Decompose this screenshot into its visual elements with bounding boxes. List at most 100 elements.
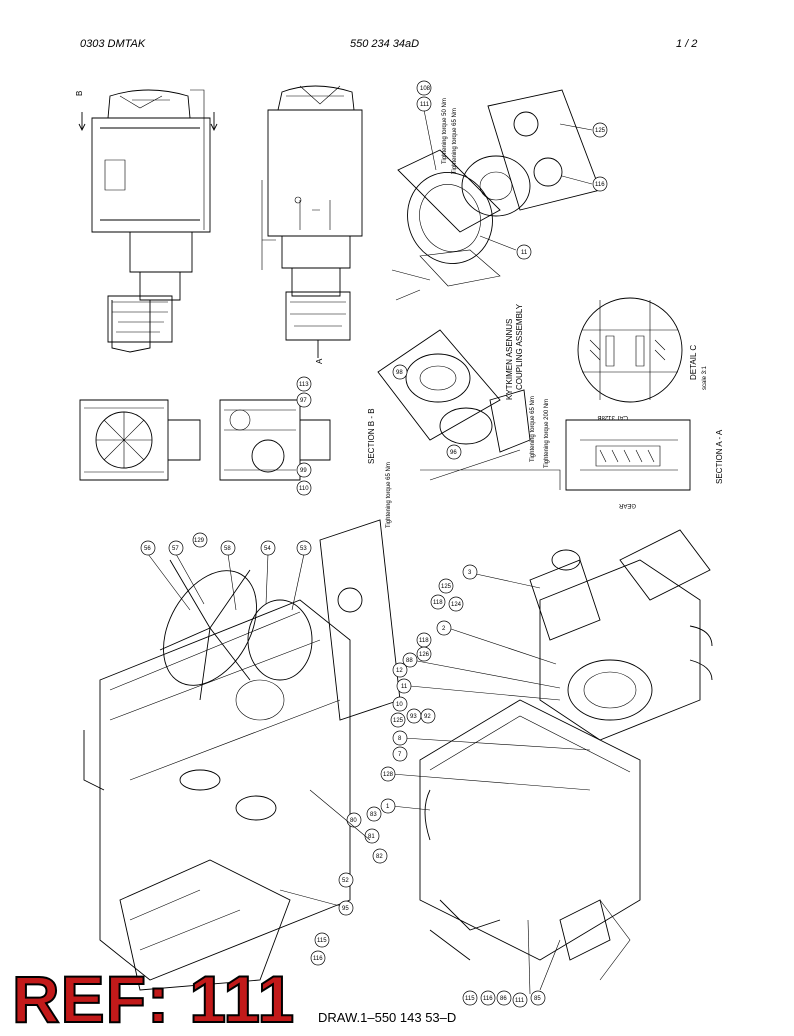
balloon-text-110: 110 (299, 486, 309, 492)
balloon-7 (392, 746, 408, 762)
balloon-129 (192, 532, 208, 548)
balloon-10 (392, 696, 408, 712)
torque-label-5: Tightening torque 65 Nm (530, 396, 536, 462)
balloon-54 (260, 540, 276, 556)
section-b-b-label: SECTION B - B (367, 408, 376, 464)
balloon-text-126: 126 (419, 652, 430, 658)
balloon-text-54: 54 (264, 546, 271, 552)
balloon-3 (462, 564, 478, 580)
balloon-11-right (396, 678, 412, 694)
balloon-83 (366, 806, 382, 822)
balloon-text-116-left: 116 (313, 956, 323, 962)
balloon-text-97: 97 (300, 398, 307, 404)
balloon-text-82: 82 (376, 854, 383, 860)
balloon-text-128: 128 (383, 772, 394, 778)
balloon-text-52: 52 (342, 878, 349, 884)
balloon-118 (430, 594, 446, 610)
balloon-2 (436, 620, 452, 636)
balloon-text-58: 58 (224, 546, 231, 552)
balloon-116 (592, 176, 608, 192)
isometric-view-left (83, 519, 401, 991)
balloon-text-85: 85 (534, 996, 541, 1002)
balloon-85 (530, 990, 546, 1006)
balloon-text-57: 57 (172, 546, 179, 552)
balloon-11-top (516, 244, 532, 260)
balloon-128 (380, 766, 396, 782)
header-part-number: 550 234 34aD (350, 38, 420, 50)
side-view-b: B (75, 89, 218, 353)
balloon-124 (448, 596, 464, 612)
balloon-text-96: 96 (450, 450, 457, 456)
balloon-text-11-top: 11 (521, 250, 528, 256)
balloon-text-11-right: 11 (401, 684, 408, 690)
balloon-12 (392, 662, 408, 678)
balloon-text-83: 83 (370, 812, 377, 818)
balloon-115-left (314, 932, 330, 948)
balloon-82 (372, 848, 388, 864)
balloon-116-left (310, 950, 326, 966)
balloon-text-125: 125 (595, 128, 606, 134)
coupling-flange-view: Tightening torque 200 Nm Tightening torq… (377, 329, 561, 528)
balloon-113 (296, 376, 312, 392)
balloon-text-125-right: 125 (441, 584, 452, 590)
balloon-text-86: 86 (500, 996, 507, 1002)
torque-label-3: Tightening torque 65 Nm (386, 462, 392, 528)
detail-c-label: DETAIL C (689, 345, 698, 380)
balloon-text-88: 88 (406, 658, 413, 664)
balloon-text-93: 93 (410, 714, 417, 720)
balloon-108 (416, 80, 432, 96)
balloon-text-80: 80 (350, 818, 357, 824)
coupling-assembly-view: KYTKIMEN ASENNUS COUPLING ASSEMBLY Tight… (391, 89, 601, 400)
balloon-text-92: 92 (424, 714, 431, 720)
balloon-115-right (462, 990, 478, 1006)
balloon-text-116-right: 116 (483, 996, 493, 1002)
balloon-text-116: 116 (595, 182, 605, 188)
balloons-left: 56 57 129 58 54 53 52 95 80 81 82 83 115… (140, 532, 388, 966)
torque-label-1: Tightening torque 50 Nm (442, 98, 448, 164)
balloon-8 (392, 730, 408, 746)
balloon-text-108: 108 (420, 86, 431, 92)
balloon-text-12: 12 (396, 668, 403, 674)
balloon-text-115-right: 115 (465, 996, 475, 1002)
balloon-53 (296, 540, 312, 556)
balloon-text-115-left: 115 (317, 938, 327, 944)
balloon-text-118-b: 118 (419, 638, 429, 644)
header-page-number: 1 / 2 (676, 38, 698, 50)
balloon-1 (380, 798, 396, 814)
torque-label-4: Tightening torque 200 Nm (544, 399, 550, 468)
balloon-88 (402, 652, 418, 668)
assembly-label-en: COUPLING ASSEMBLY (515, 303, 524, 390)
balloon-text-1: 1 (386, 804, 390, 810)
section-a-a-view: CAT 3128B GEAR SECTION A - A (565, 414, 724, 508)
balloon-text-2: 2 (442, 626, 446, 632)
isometric-view-right (419, 529, 713, 981)
balloon-95 (338, 900, 354, 916)
balloon-125-b (390, 712, 406, 728)
balloon-92 (420, 708, 436, 724)
balloon-text-8: 8 (398, 736, 402, 742)
balloon-58 (220, 540, 236, 556)
assembly-label-fi: KYTKIMEN ASENNUS (505, 319, 514, 400)
front-view-a: A (261, 85, 363, 364)
balloon-125-right (438, 578, 454, 594)
balloons-mid: 113 110 99 97 98 96 (296, 364, 462, 496)
balloon-text-111-right: 111 (515, 998, 525, 1004)
balloon-text-98: 98 (396, 370, 403, 376)
balloon-text-81: 81 (368, 834, 375, 840)
balloon-text-124: 124 (451, 602, 462, 608)
balloon-86 (496, 990, 512, 1006)
balloon-96 (446, 444, 462, 460)
section-a-a-label: SECTION A - A (715, 429, 724, 484)
balloon-99 (296, 462, 312, 478)
section-b-b-views: SECTION B - B (79, 399, 376, 481)
balloon-text-113: 113 (299, 382, 309, 388)
balloon-text-53: 53 (300, 546, 307, 552)
balloon-text-118: 118 (433, 600, 443, 606)
cat-label: CAT 3128B (598, 414, 628, 420)
drawing-number: DRAW.1–550 143 53–D (318, 1010, 457, 1025)
balloon-52 (338, 872, 354, 888)
balloon-111 (416, 96, 432, 112)
detail-c-scale: scale 3:1 (702, 365, 708, 390)
balloon-text-111: 111 (420, 102, 430, 108)
